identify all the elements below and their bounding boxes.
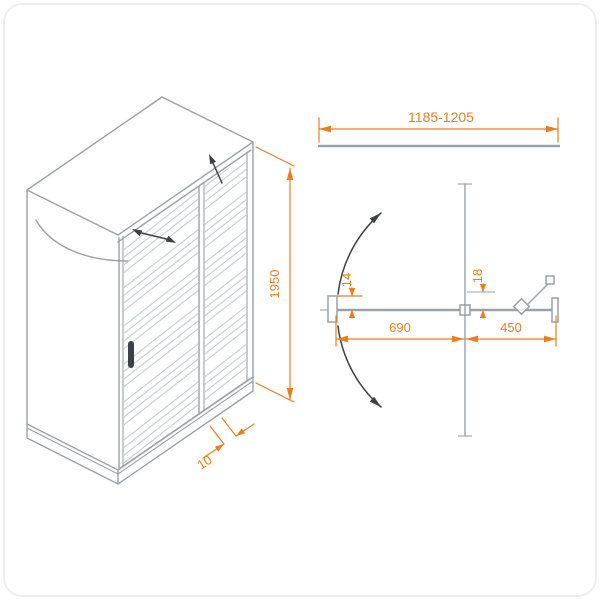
swing-arc-outward <box>337 212 382 295</box>
open-arrow-shaft <box>138 231 170 241</box>
fixed-width-arrow-left-icon <box>466 335 478 343</box>
fixed-width-label: 450 <box>500 320 522 335</box>
overall-arrow-left-icon <box>319 125 331 133</box>
open-arrow-head-right-icon <box>165 235 176 243</box>
fixed-width-dimension: 450 <box>465 315 557 347</box>
brace-clamp <box>512 297 531 316</box>
open-arrow-head-left-icon <box>132 229 143 237</box>
fixed-glass-hatch <box>205 156 246 408</box>
enclosure-frame <box>26 96 254 425</box>
right-wall-profile <box>551 297 559 323</box>
left-offset-arrow-bottom-icon <box>348 310 356 318</box>
support-brace <box>523 280 552 309</box>
open-door-position <box>458 183 472 437</box>
left-offset-dimension: 14 <box>337 273 363 319</box>
swing-arc-inward <box>337 325 382 408</box>
door-width-label: 690 <box>389 320 411 335</box>
top-arrow-head-icon <box>209 154 216 165</box>
height-arrow-top-icon <box>286 168 294 180</box>
glass-bottom-edge <box>118 377 252 470</box>
right-offset-arrow-top-icon <box>479 284 487 292</box>
door-swing-arc <box>35 219 129 262</box>
door-width-dimension: 690 <box>335 315 465 347</box>
height-dimension-label: 1950 <box>267 270 282 299</box>
door-glass-hatch <box>124 189 198 464</box>
top-arrow-shaft <box>212 162 223 184</box>
tray-lip-arrow-left-icon <box>214 444 224 452</box>
overall-width-label: 1185-1205 <box>408 109 474 125</box>
door-assembly-plan <box>320 275 559 323</box>
tray-lip-dimension-label: 10 <box>194 452 214 473</box>
left-offset-label: 14 <box>339 273 354 287</box>
top-rail-lower-line <box>117 149 252 243</box>
top-direction-arrow <box>209 154 223 184</box>
glass-assembly <box>117 149 252 470</box>
brace-wall-mount <box>545 275 555 285</box>
plan-view: 1185-1205 <box>318 109 560 437</box>
overall-arrow-right-icon <box>546 125 558 133</box>
right-offset-dimension: 18 <box>470 269 487 319</box>
left-offset-arrow-top-icon <box>348 288 356 296</box>
swing-arrow-down-icon <box>369 396 381 407</box>
tray-lip-ext-1 <box>209 425 225 445</box>
fixed-width-arrow-right-icon <box>544 335 556 343</box>
door-width-arrow-left-icon <box>336 335 348 343</box>
card-border <box>3 3 597 597</box>
tray-lip-dimension: 10 <box>194 417 255 473</box>
isometric-view: 1950 10 <box>26 96 295 485</box>
height-arrow-bottom-icon <box>286 388 294 400</box>
right-offset-label: 18 <box>470 269 485 283</box>
door-handle <box>128 341 134 368</box>
swing-arrow-up-icon <box>369 213 381 224</box>
tray-lip-arrow-right-icon <box>236 428 246 436</box>
right-offset-arrow-bottom-icon <box>479 310 487 318</box>
overall-width-dimension: 1185-1205 <box>318 109 559 143</box>
door-width-arrow-right-icon <box>452 335 464 343</box>
tray-lip-ext-2 <box>221 417 237 437</box>
height-dimension: 1950 <box>255 146 295 403</box>
height-ext-top <box>255 146 295 167</box>
open-direction-arrow <box>132 229 176 243</box>
height-ext-bottom <box>255 382 295 403</box>
